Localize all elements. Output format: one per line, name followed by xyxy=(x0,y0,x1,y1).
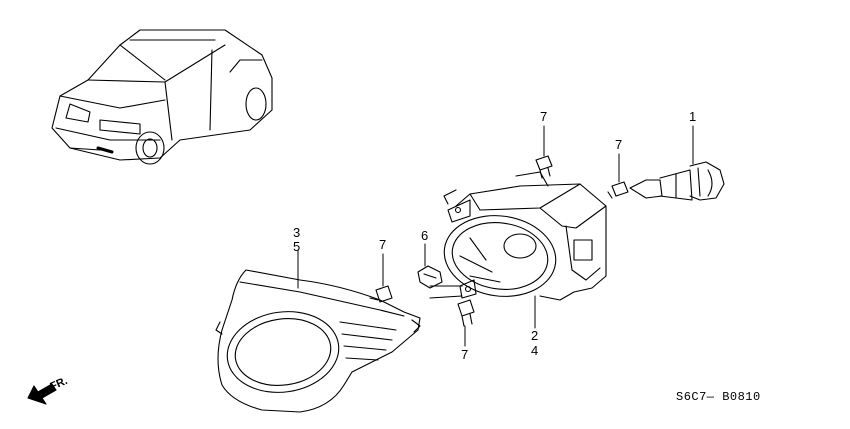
callout-7-middle: 7 xyxy=(379,237,387,252)
vehicle-illustration xyxy=(51,29,273,165)
spring-clip xyxy=(417,265,443,289)
front-arrow-icon xyxy=(27,383,57,405)
fastener-upper xyxy=(535,155,553,179)
callout-7-lower: 7 xyxy=(461,347,469,362)
diagram-code: S6C7— B0810 xyxy=(676,390,761,404)
callout-3: 3 xyxy=(293,225,301,240)
fog-light-assembly xyxy=(429,171,607,301)
callout-4: 4 xyxy=(531,343,539,358)
fog-light-bulb xyxy=(629,161,725,201)
callout-5: 5 xyxy=(293,239,301,254)
fastener-right xyxy=(607,181,629,199)
fastener-middle xyxy=(369,285,393,303)
fastener-lower xyxy=(457,299,475,327)
callout-7-upper: 7 xyxy=(540,109,548,124)
callout-2: 2 xyxy=(531,328,539,343)
callout-7-right: 7 xyxy=(615,137,623,152)
callout-6: 6 xyxy=(421,228,429,243)
fog-light-garnish xyxy=(215,269,421,413)
leader-lines xyxy=(297,125,694,347)
callout-1: 1 xyxy=(689,109,697,124)
